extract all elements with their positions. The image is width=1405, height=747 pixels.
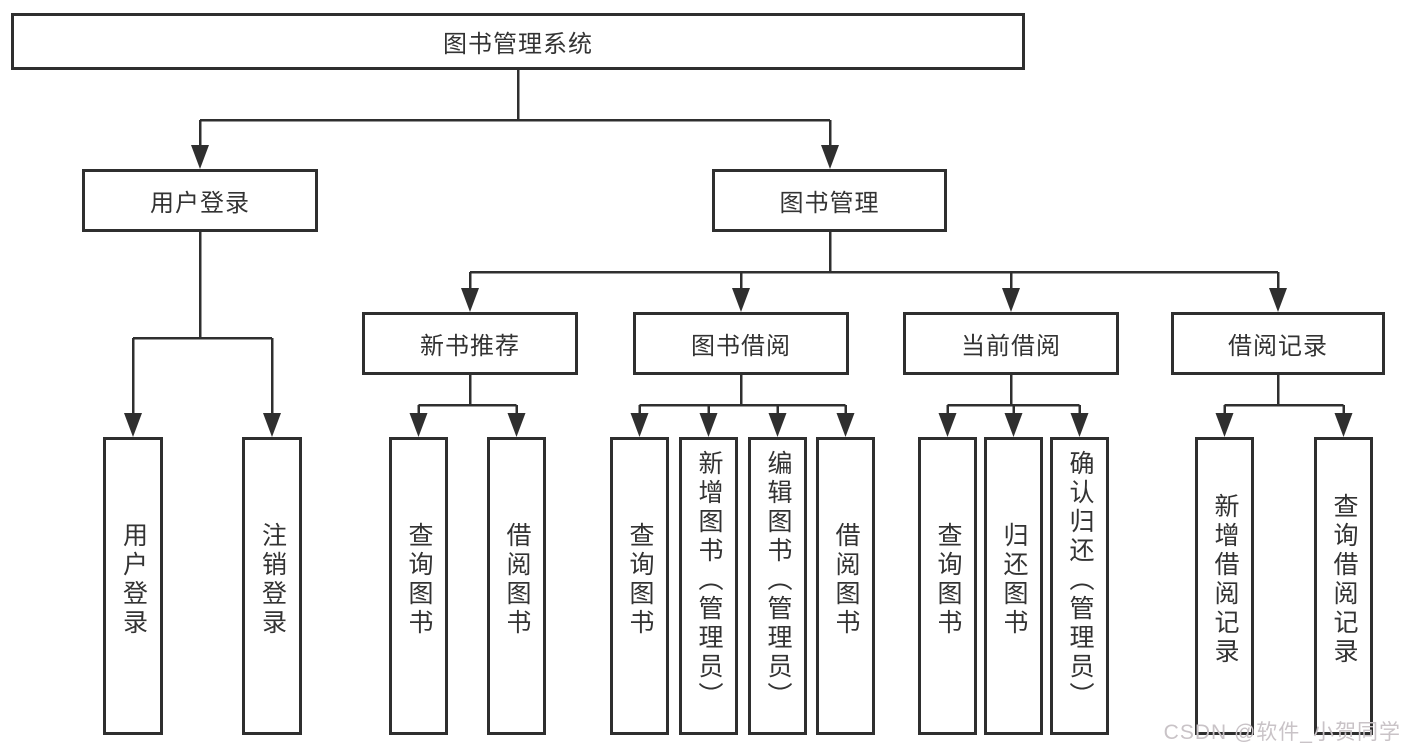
node-bb-add-books-admin: 新增图书（管理员） — [679, 437, 738, 735]
arrowhead-icon — [630, 413, 649, 437]
arrowhead-icon — [699, 413, 718, 437]
arrowhead-icon — [1334, 413, 1353, 437]
node-book-management: 图书管理 — [712, 169, 947, 232]
arrowhead-icon — [1004, 413, 1023, 437]
arrowhead-icon — [768, 413, 787, 437]
node-current-borrowing: 当前借阅 — [903, 312, 1119, 375]
node-library-management-system: 图书管理系统 — [11, 13, 1025, 70]
arrowhead-icon — [191, 145, 209, 169]
arrowhead-icon — [263, 413, 281, 437]
node-borrowing-records: 借阅记录 — [1171, 312, 1385, 375]
node-user-login-leaf: 用户登录 — [103, 437, 163, 735]
node-bb-borrow-books: 借阅图书 — [816, 437, 875, 735]
arrowhead-icon — [938, 413, 957, 437]
arrowhead-icon — [409, 413, 428, 437]
node-br-query-record: 查询借阅记录 — [1314, 437, 1373, 735]
node-new-book-recommendation: 新书推荐 — [362, 312, 578, 375]
node-nb-borrow-books: 借阅图书 — [487, 437, 546, 735]
node-bb-query-books: 查询图书 — [610, 437, 669, 735]
node-logout: 注销登录 — [242, 437, 302, 735]
node-nb-query-books: 查询图书 — [389, 437, 448, 735]
arrowhead-icon — [1269, 288, 1287, 312]
arrowhead-icon — [836, 413, 855, 437]
arrowhead-icon — [507, 413, 526, 437]
arrowhead-icon — [732, 288, 750, 312]
node-user-login: 用户登录 — [82, 169, 318, 232]
node-book-borrowing: 图书借阅 — [633, 312, 849, 375]
node-cb-confirm-return-admin: 确认归还（管理员） — [1050, 437, 1109, 735]
arrowhead-icon — [1215, 413, 1234, 437]
csdn-watermark: CSDN @软件_小贺同学 — [1163, 721, 1401, 744]
node-cb-return-books: 归还图书 — [984, 437, 1043, 735]
node-cb-query-books: 查询图书 — [918, 437, 977, 735]
arrowhead-icon — [124, 413, 142, 437]
node-bb-edit-books-admin: 编辑图书（管理员） — [748, 437, 807, 735]
arrowhead-icon — [821, 145, 839, 169]
node-br-add-record: 新增借阅记录 — [1195, 437, 1254, 735]
arrowhead-icon — [461, 288, 479, 312]
arrowhead-icon — [1002, 288, 1020, 312]
arrowhead-icon — [1070, 413, 1089, 437]
